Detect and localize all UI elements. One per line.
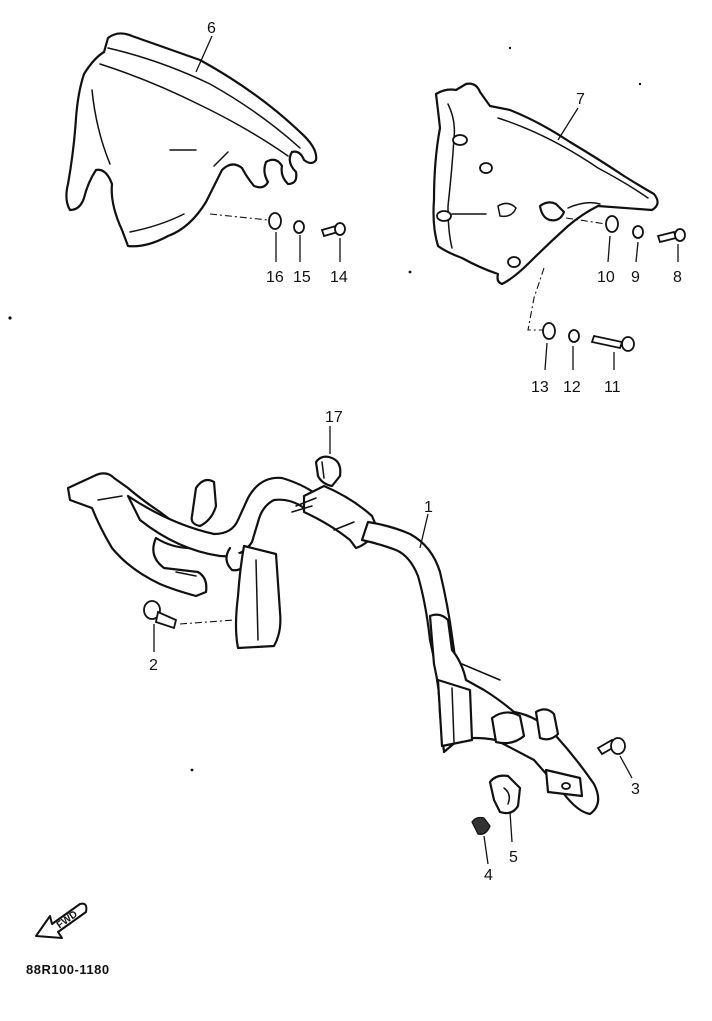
part-10-grommet — [605, 215, 619, 233]
part-14-bolt — [320, 222, 346, 238]
part-13-grommet — [542, 322, 556, 340]
callout-15: 15 — [293, 269, 311, 286]
part-11-bolt — [590, 334, 635, 352]
forward-arrow-icon: FWD — [35, 902, 88, 939]
callout-12: 12 — [563, 379, 581, 396]
callout-4: 4 — [484, 867, 493, 884]
part-8-bolt — [656, 228, 686, 244]
callout-14: 14 — [330, 269, 348, 286]
callout-1: 1 — [424, 499, 433, 516]
part-12-collar — [568, 329, 580, 343]
part-9-collar — [632, 225, 644, 239]
leader-1 — [419, 513, 429, 549]
callout-13: 13 — [531, 379, 549, 396]
part-6-cover — [65, 32, 318, 248]
callout-16: 16 — [266, 269, 284, 286]
hardware-group-8-10 — [565, 215, 686, 263]
part-4-nut — [471, 816, 491, 865]
part-15-collar — [293, 220, 305, 234]
part-1-frame — [66, 472, 600, 816]
callout-17: 17 — [325, 409, 343, 426]
hardware-group-14-16 — [209, 212, 346, 262]
callout-5: 5 — [509, 849, 518, 866]
callout-3: 3 — [631, 781, 640, 798]
callout-8: 8 — [673, 269, 682, 286]
hardware-group-11-13 — [527, 267, 635, 371]
part-3-bolt — [596, 737, 633, 779]
part-2-bolt — [143, 600, 235, 652]
leader-6 — [195, 35, 213, 73]
leader-7 — [557, 107, 579, 141]
callout-10: 10 — [597, 269, 615, 286]
part-7-side-cover — [432, 82, 659, 286]
callout-7: 7 — [576, 91, 585, 108]
part-5-clip — [488, 774, 522, 843]
callout-11: 11 — [604, 379, 621, 396]
callout-2: 2 — [149, 657, 158, 674]
reference-code: 88R100-1180 — [26, 962, 110, 977]
part-16-grommet — [268, 212, 282, 230]
callout-9: 9 — [631, 269, 640, 286]
part-17-collar — [314, 426, 342, 488]
callout-6: 6 — [207, 20, 216, 37]
